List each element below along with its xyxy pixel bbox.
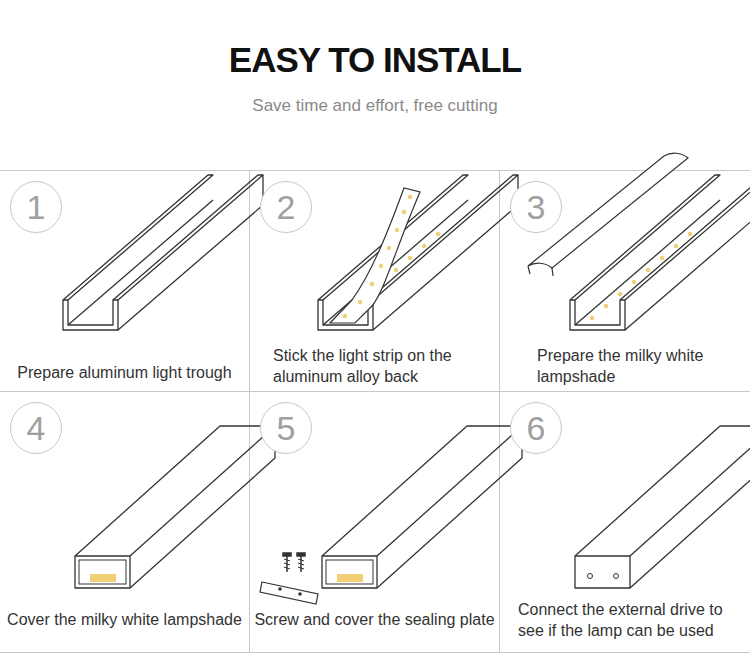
- step-number-circle: 6: [510, 402, 562, 454]
- step-panel: Connect the external drive to see if the…: [500, 392, 750, 653]
- step-number-circle: 2: [260, 181, 312, 233]
- callout-number: 5: [277, 411, 296, 445]
- step-caption: Cover the milky white lampshade: [4, 609, 245, 630]
- step-caption: Connect the external drive to see if the…: [518, 599, 744, 641]
- callout-number: 6: [527, 411, 546, 445]
- subtitle: Save time and effort, free cutting: [0, 95, 750, 117]
- trough-and-lampshade: [528, 153, 750, 330]
- callout-number: 3: [527, 190, 546, 224]
- step-panel: Prepare the milky white lampshade 3: [500, 171, 750, 391]
- step-number-circle: 5: [260, 402, 312, 454]
- aluminum-trough: [63, 175, 263, 330]
- title: EASY TO INSTALL: [0, 38, 750, 82]
- step-panel: Screw and cover the sealing plate 5: [250, 392, 499, 653]
- step-number-circle: 3: [510, 181, 562, 233]
- step-panel: Cover the milky white lampshade 4: [0, 392, 249, 653]
- callout-number: 1: [27, 190, 46, 224]
- covered-trough: [75, 426, 275, 588]
- callout-number: 2: [277, 190, 296, 224]
- step-caption: Prepare aluminum light trough: [8, 362, 241, 383]
- step-panel: Prepare aluminum light trough 1: [0, 171, 249, 391]
- step-caption: Screw and cover the sealing plate: [254, 609, 495, 630]
- step-caption: Stick the light strip on the aluminum al…: [273, 345, 478, 387]
- finished-lamp: [575, 426, 750, 588]
- trough-with-strip: [318, 175, 518, 330]
- step-number-circle: 1: [10, 181, 62, 233]
- step-panel: Stick the light strip on the aluminum al…: [250, 171, 499, 391]
- step-number-circle: 4: [10, 402, 62, 454]
- sealing-plate-and-screws: [260, 426, 522, 604]
- callout-number: 4: [27, 411, 46, 445]
- step-caption: Prepare the milky white lampshade: [537, 345, 737, 387]
